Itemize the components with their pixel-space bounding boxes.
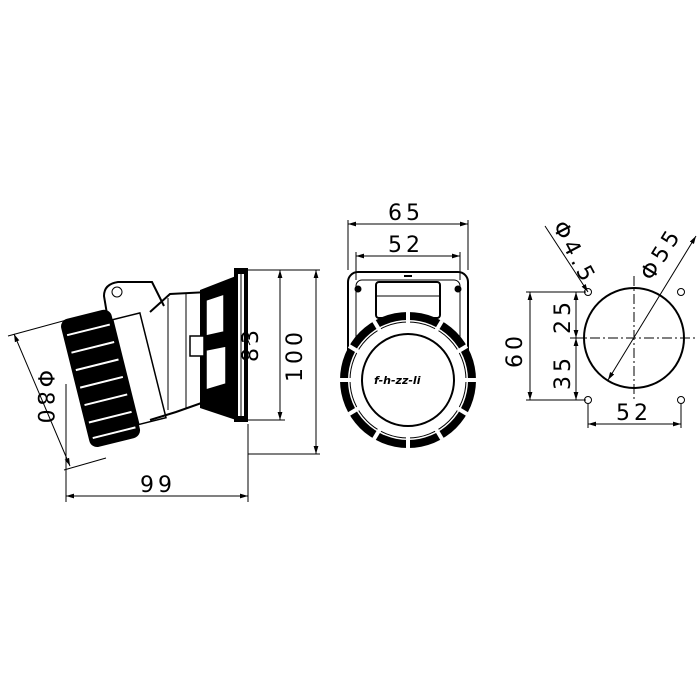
hinge-hole — [111, 286, 123, 298]
mounting-view — [572, 276, 696, 404]
dim-35: 35 — [551, 354, 576, 390]
hinge-tab — [102, 281, 165, 321]
dim-cutout-55: Φ55 — [636, 223, 688, 285]
front-screw-tr — [454, 285, 462, 293]
ring-ribs — [340, 312, 476, 448]
mount-hole-tr — [677, 288, 685, 296]
dim-25: 25 — [551, 298, 576, 334]
coupling-ring — [61, 309, 167, 448]
side-view-dimensions: 99 Φ80 83 100 — [7, 269, 320, 502]
side-view — [61, 268, 251, 448]
dim-83: 83 — [239, 326, 264, 362]
front-view: f-h-zz-li — [340, 271, 476, 448]
dim-52-mount: 52 — [616, 401, 652, 426]
dim-60: 60 — [503, 332, 528, 368]
front-screw-tl — [354, 285, 362, 293]
dim-diameter-80: Φ80 — [32, 370, 57, 427]
dim-hole-4-5: Φ4.5 — [547, 217, 601, 289]
front-view-dimensions: 65 52 — [347, 201, 469, 280]
mounting-view-dimensions: Φ4.5 Φ55 60 25 35 52 — [503, 217, 697, 428]
dim-52-front: 52 — [388, 233, 424, 258]
dim-65: 65 — [388, 201, 424, 226]
mount-hole-br — [677, 396, 685, 404]
dim-99: 99 — [140, 473, 176, 498]
brand-logo: f-h-zz-li — [374, 374, 421, 387]
dim-100: 100 — [283, 328, 308, 382]
